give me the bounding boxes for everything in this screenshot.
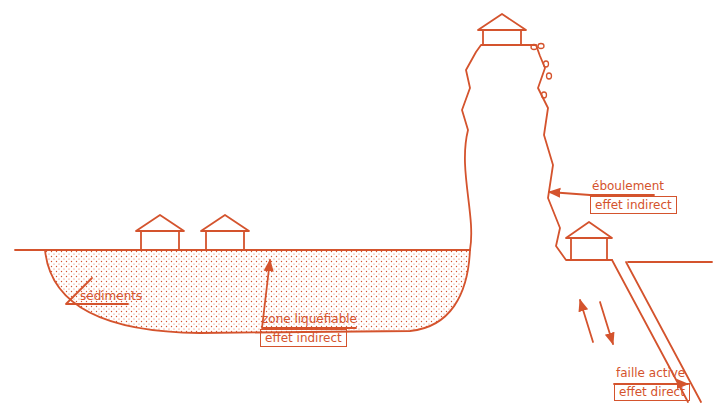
ground-line [628, 261, 712, 263]
house [136, 215, 184, 250]
layer-label: sédiments [80, 289, 142, 303]
mountain [462, 45, 612, 260]
house [566, 222, 612, 260]
fault-arrow [600, 302, 613, 344]
effect-callout: éboulement effet indirect [590, 179, 677, 214]
rocks [531, 44, 552, 99]
house [478, 14, 526, 45]
fault-line [612, 260, 688, 402]
fault-arrow [580, 300, 593, 342]
fault-line [626, 262, 701, 402]
effect-callout: faille active effet direct [614, 366, 690, 401]
sediment-basin [45, 250, 470, 333]
effect-callout: zone liquéfiable effet indirect [260, 312, 357, 347]
hazard-label: zone liquéfiable [260, 312, 357, 326]
hazard-label: faille active [614, 366, 690, 380]
effect-box: effet indirect [590, 196, 677, 214]
house [201, 215, 249, 250]
hazard-label: éboulement [590, 179, 677, 193]
effect-box: effet indirect [260, 329, 347, 347]
effect-box: effet direct [614, 383, 690, 401]
